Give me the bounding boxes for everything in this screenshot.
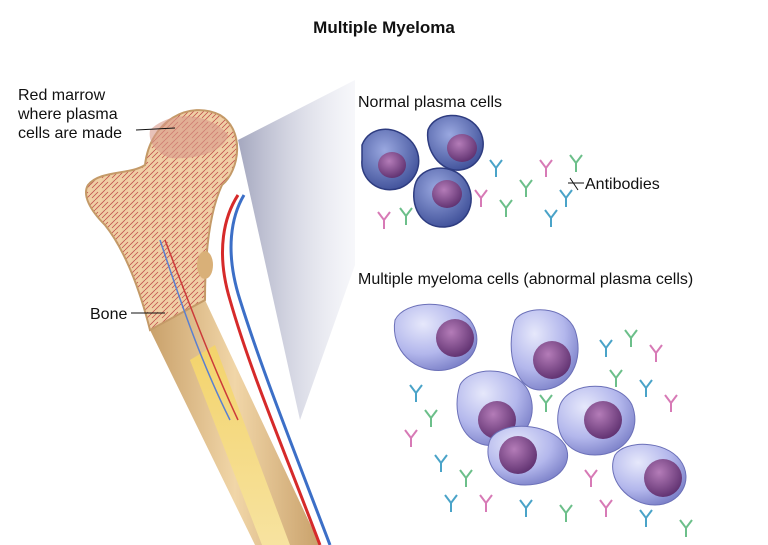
bone-marrow-core bbox=[190, 345, 290, 545]
diagram-title: Multiple Myeloma bbox=[313, 18, 455, 37]
vein bbox=[229, 194, 332, 545]
red-marrow bbox=[149, 116, 228, 159]
normal-plasma-cell bbox=[426, 114, 484, 171]
vessel-branch bbox=[159, 239, 231, 421]
label-bone: Bone bbox=[90, 306, 128, 323]
label-red-marrow-line: Red marrow bbox=[18, 87, 106, 104]
myeloma-cell bbox=[510, 309, 579, 391]
label-red-marrow-line: cells are made bbox=[18, 125, 123, 142]
bone-head bbox=[85, 109, 239, 332]
myeloma-cell bbox=[557, 385, 636, 456]
antibody-cluster bbox=[404, 329, 693, 537]
label-red-marrow-line: where plasma bbox=[18, 106, 118, 123]
normal-plasma-cell bbox=[413, 167, 472, 228]
label-myeloma-cells: Multiple myeloma cells (abnormal plasma … bbox=[358, 271, 694, 288]
antibody-cluster bbox=[377, 154, 583, 229]
label-red-marrow: Red marrow where plasma cells are made bbox=[18, 86, 122, 143]
label-normal-plasma-cells: Normal plasma cells bbox=[358, 94, 503, 111]
magnification-beam bbox=[238, 80, 355, 420]
artery bbox=[220, 194, 322, 545]
vessel-branch bbox=[164, 239, 239, 421]
leader-red-marrow bbox=[135, 127, 176, 131]
label-antibodies: Antibodies bbox=[585, 176, 660, 193]
leader-antibodies-tick bbox=[569, 177, 579, 191]
normal-plasma-cell bbox=[361, 128, 420, 191]
myeloma-cell bbox=[393, 303, 478, 371]
myeloma-cell bbox=[487, 425, 568, 486]
bone-spur bbox=[197, 251, 213, 279]
myeloma-cell bbox=[612, 443, 687, 506]
